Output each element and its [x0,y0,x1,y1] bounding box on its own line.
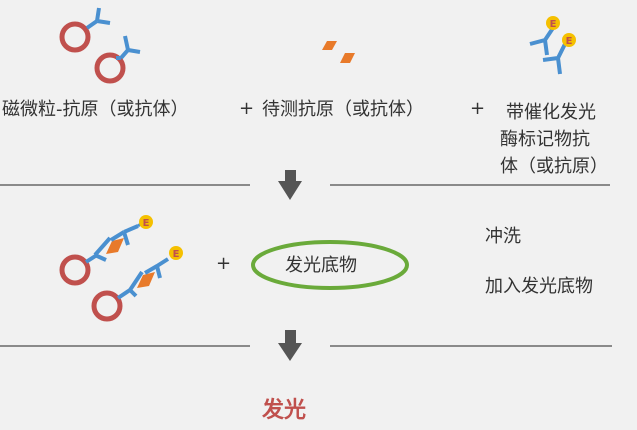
immune-complex-icon: E E [59,215,183,322]
plus-sign: + [239,98,255,119]
enzyme-label: E [566,36,573,47]
enzyme-label: E [550,19,557,30]
enzyme-label: E [173,249,180,260]
reagent-enzyme-label-line: 体（或抗原） [500,156,608,177]
divider [0,345,250,347]
action-wash: 冲洗 [485,226,521,247]
divider [330,184,610,186]
divider [330,345,612,347]
reagent-magnetic-bead: 磁微粒-抗原（或抗体） [2,99,189,120]
arrow-down-icon [278,170,302,200]
reagent-sample-antigen: 待测抗原（或抗体） [262,99,424,120]
substrate-label: 发光底物 [285,255,357,276]
substrate-ellipse [251,240,409,290]
reagent-enzyme-label-line: 酶标记物抗 [500,129,590,150]
antigen-icon [322,41,355,63]
enzyme-label: E [143,218,150,229]
arrow-down-icon [278,330,302,361]
enzyme-labeled-antibody-icon: E E [529,16,576,75]
reagent-enzyme-label-line: 带催化发光 [506,102,596,123]
plus-sign: + [216,253,232,274]
result-label: 发光 [262,398,307,423]
divider [0,184,250,186]
action-add-substrate: 加入发光底物 [485,276,593,297]
magnetic-bead-antibody-icon [59,7,141,84]
plus-sign: + [470,98,486,119]
